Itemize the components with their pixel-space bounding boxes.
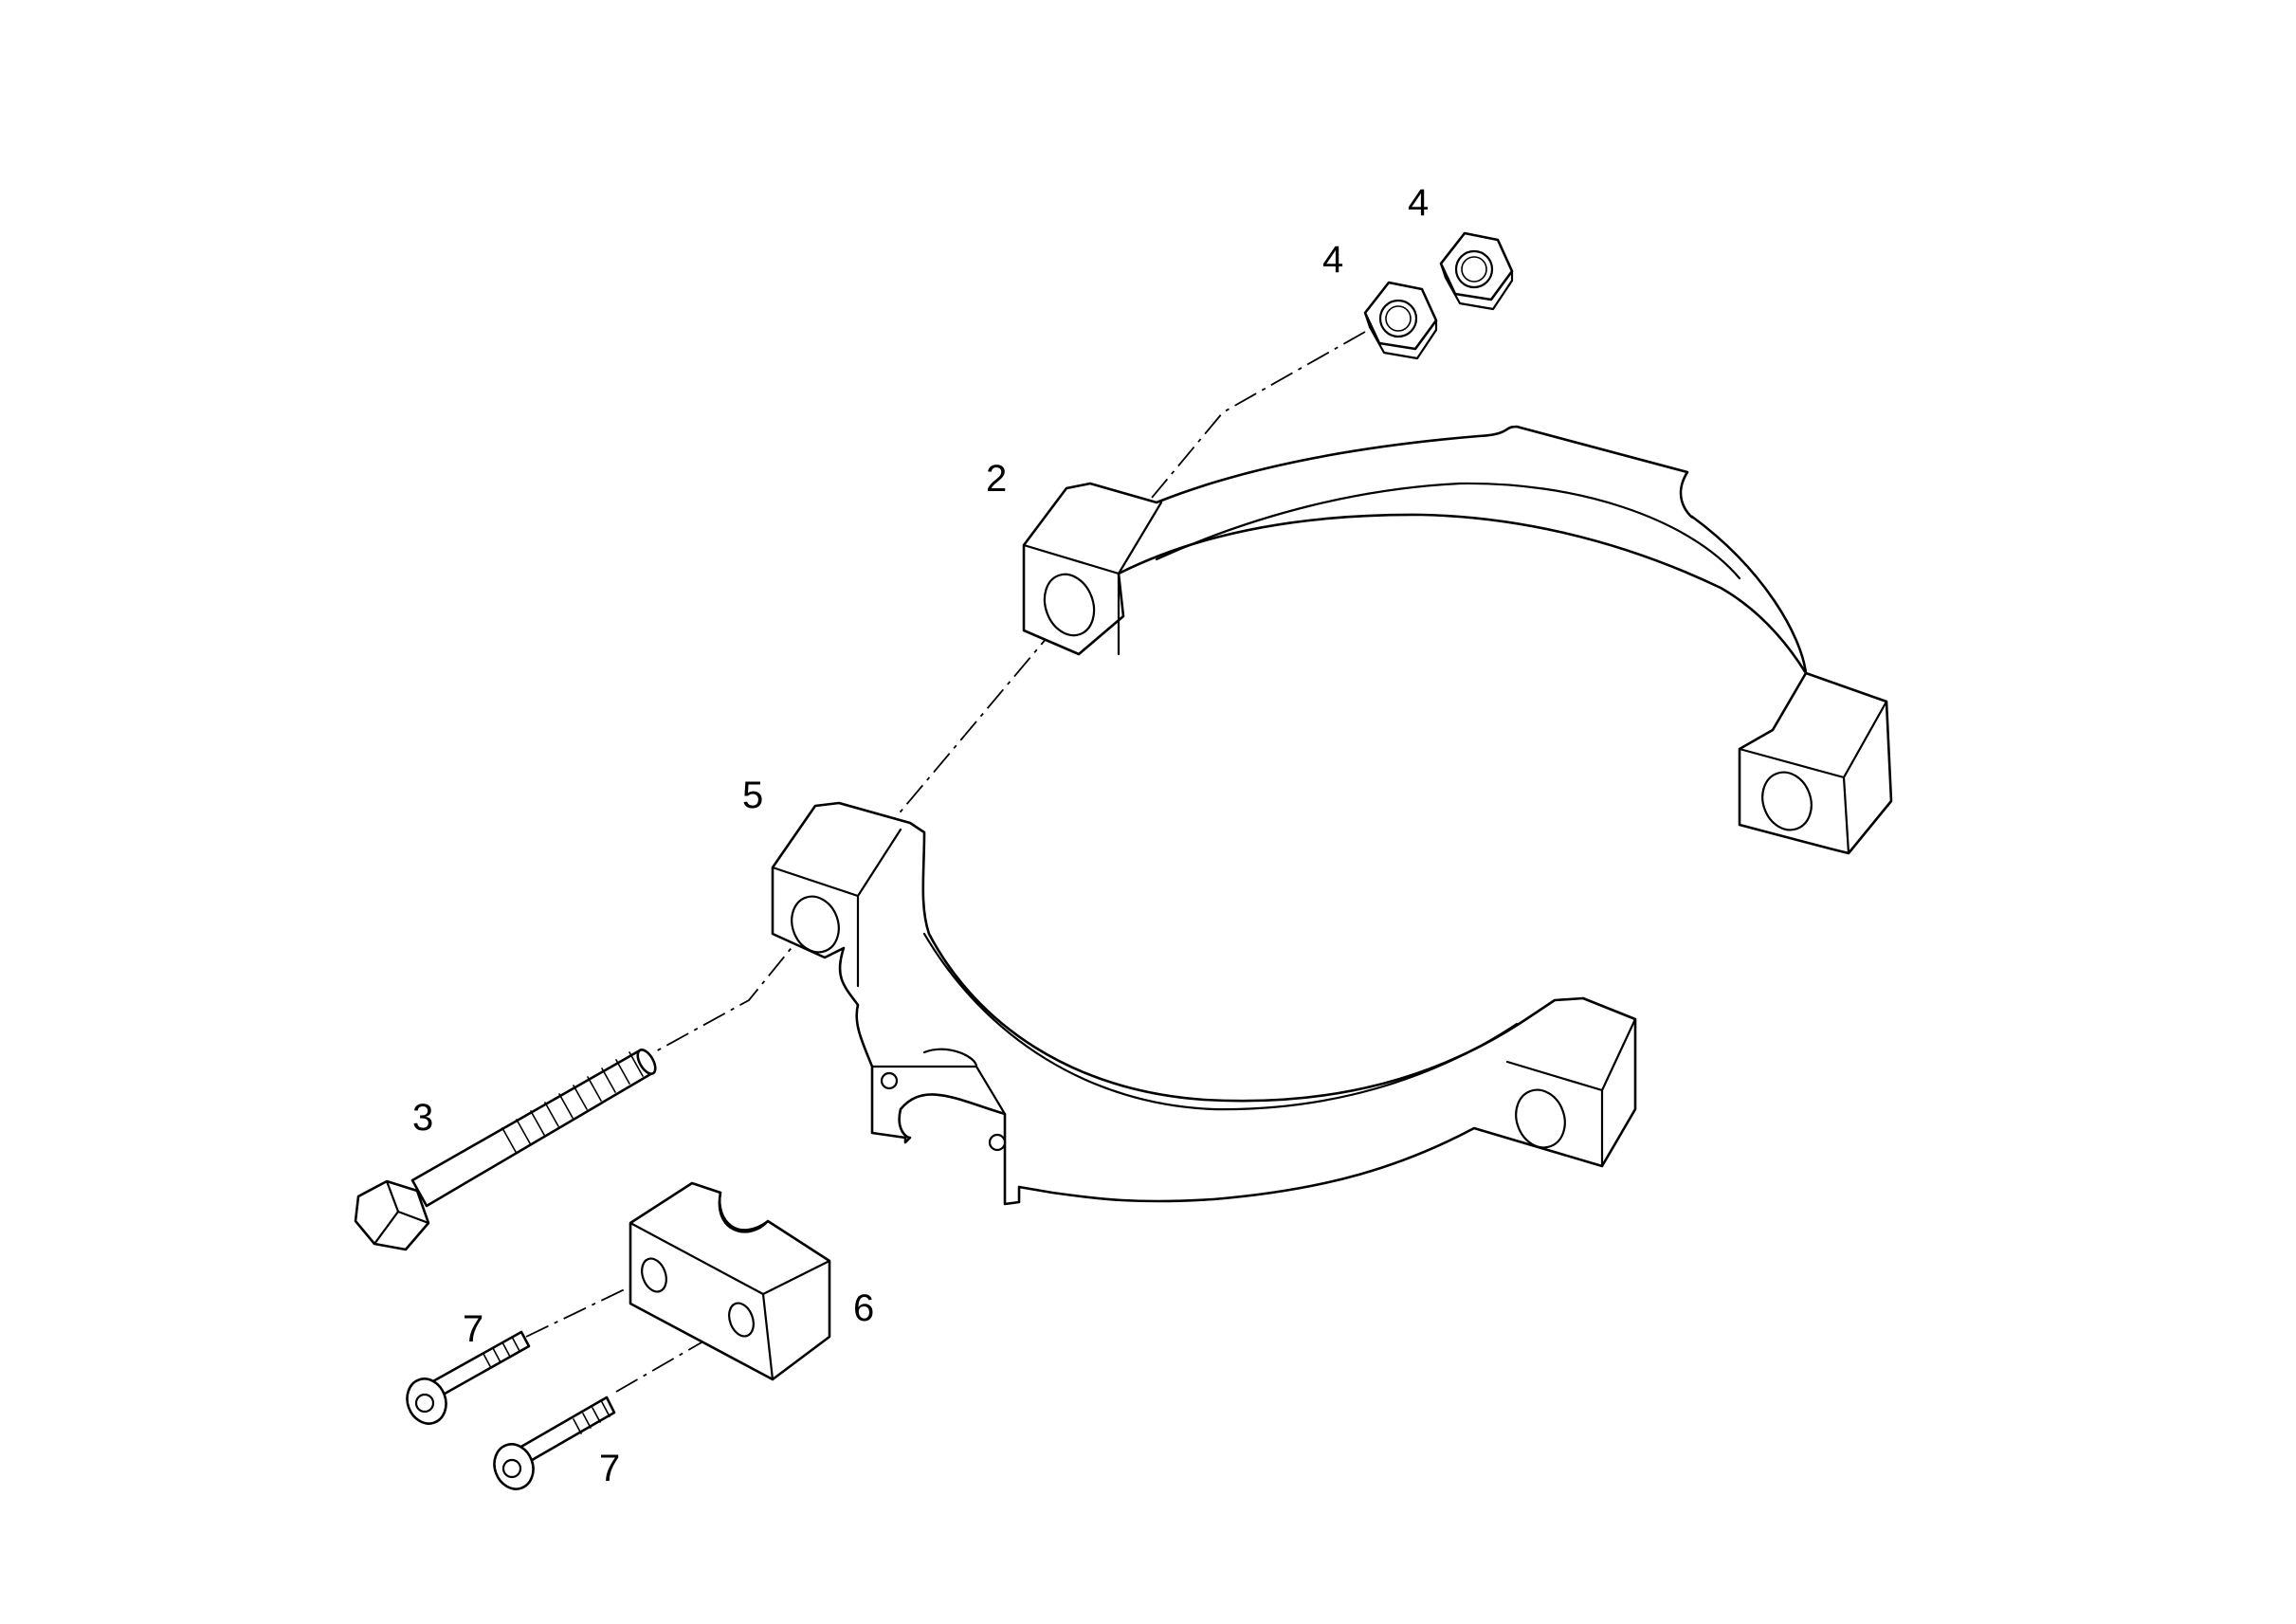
leader-nut-to-upper-clamp — [1151, 331, 1366, 499]
hex-bolt-head — [354, 1179, 430, 1251]
lower-clamp-left-block-edge — [771, 828, 902, 988]
nut-a-face — [1363, 311, 1438, 360]
callout-part-7-b: 7 — [599, 1448, 620, 1489]
callout-part-6: 6 — [853, 1287, 874, 1329]
clamp-block-hole-b — [728, 1302, 755, 1338]
hex-bolt-tip — [636, 1049, 657, 1075]
upper-clamp-left-bolt-hole — [1043, 573, 1096, 637]
lower-clamp-set-screw-hole-b — [988, 1133, 1007, 1152]
nut-a — [1363, 281, 1438, 360]
upper-clamp-left-block-edge — [1022, 501, 1163, 656]
hex-bolt — [354, 1049, 657, 1251]
clamp-block-edges — [629, 1221, 831, 1381]
socket-screw-b-socket — [501, 1458, 522, 1479]
callout-part-4-b: 4 — [1408, 182, 1429, 224]
socket-screw-b-threads — [573, 1401, 610, 1434]
hex-bolt-head-face — [373, 1179, 430, 1246]
socket-screw-a-threads — [483, 1336, 520, 1369]
nut-a-thread — [1385, 305, 1412, 332]
socket-screw-a — [406, 1330, 531, 1425]
upper-clamp-right-bolt-hole — [1761, 771, 1813, 831]
callout-part-4-a: 4 — [1322, 239, 1343, 281]
lower-clamp-body — [771, 801, 1637, 1206]
leader-lines — [525, 331, 1366, 1393]
callout-part-5: 5 — [742, 775, 763, 816]
clamp-block — [629, 1181, 831, 1381]
upper-clamp-body — [1022, 425, 1893, 855]
lower-clamp-notch-edge — [870, 1048, 1007, 1116]
lower-clamp-right-block-edge — [1505, 1017, 1637, 1168]
lower-clamp-inner-arc — [922, 932, 1519, 1111]
upper-clamp-half — [1022, 425, 1893, 855]
upper-clamp-inner-arc — [1155, 482, 1741, 580]
nut-b-face — [1439, 262, 1514, 311]
leader-upper-to-lower-clamp — [895, 625, 1058, 818]
callout-labels: 2 3 4 4 5 6 7 7 — [412, 182, 1429, 1489]
callout-part-2: 2 — [986, 458, 1007, 500]
nut-b — [1439, 231, 1514, 311]
socket-screw-a-socket — [414, 1393, 435, 1414]
leader-lower-clamp-to-bolt — [653, 923, 811, 1053]
leader-screw-b-to-block — [615, 1320, 740, 1393]
upper-clamp-right-block-edge — [1738, 700, 1888, 855]
lower-clamp-right-bolt-hole — [1515, 1088, 1566, 1149]
hex-bolt-shank — [410, 1049, 654, 1208]
hex-bolt-threads — [501, 1051, 644, 1153]
socket-screw-b — [493, 1396, 616, 1490]
clamp-block-saddle — [719, 1191, 770, 1232]
lower-clamp-half — [771, 801, 1637, 1206]
callout-part-3: 3 — [412, 1097, 433, 1139]
lower-clamp-set-screw-hole-a — [880, 1071, 899, 1090]
nut-b-thread — [1461, 256, 1487, 283]
callout-part-7-a: 7 — [463, 1308, 483, 1350]
clamp-block-hole-a — [641, 1257, 667, 1293]
lower-clamp-left-bolt-hole — [791, 895, 840, 954]
